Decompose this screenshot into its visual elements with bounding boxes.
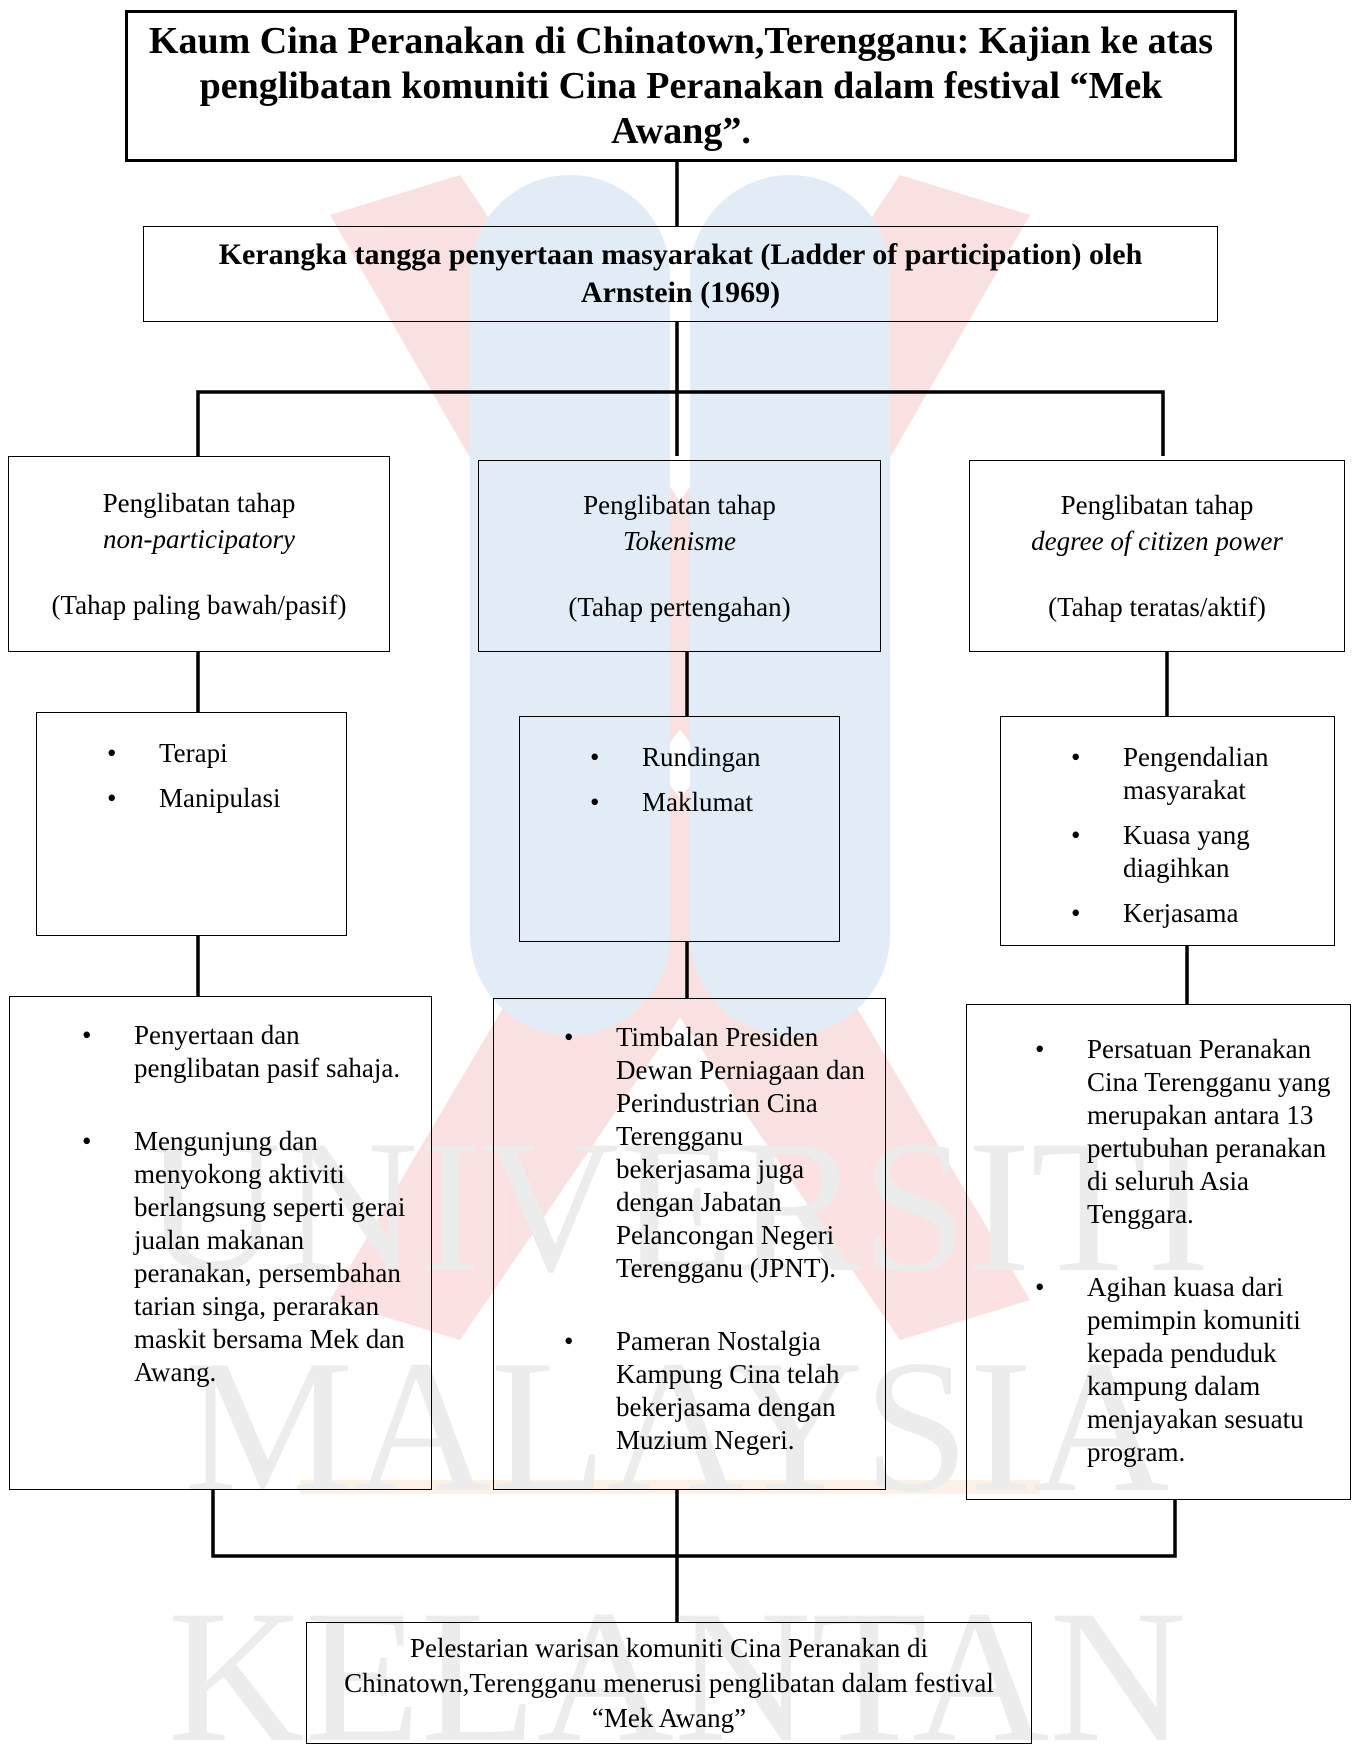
details-box-non-participatory: Penyertaan dan penglibatan pasif sahaja.…: [9, 996, 432, 1490]
connector-top-bar: [196, 390, 1165, 456]
level-box-non-participatory: Penglibatan tahap non-participatory (Tah…: [8, 456, 390, 652]
level-note: (Tahap pertengahan): [568, 592, 791, 622]
level-note: (Tahap paling bawah/pasif): [51, 590, 347, 620]
level-box-citizen-power: Penglibatan tahap degree of citizen powe…: [969, 460, 1345, 652]
rung-list: Pengendalian masyarakat Kuasa yang diagi…: [1065, 741, 1324, 930]
level-name: degree of citizen power: [1031, 526, 1283, 556]
list-item: Persatuan Peranakan Cina Terengganu yang…: [1029, 1033, 1344, 1231]
list-item: Kerjasama: [1065, 897, 1324, 930]
list-item: Maklumat: [584, 786, 839, 819]
level-note: (Tahap teratas/aktif): [1048, 592, 1266, 622]
outcome-box: Pelestarian warisan komuniti Cina Perana…: [306, 1622, 1032, 1744]
list-item: Kuasa yang diagihkan: [1065, 819, 1324, 885]
list-item: Penyertaan dan penglibatan pasif sahaja.: [76, 1019, 413, 1085]
details-box-tokenisme: Timbalan Presiden Dewan Perniagaan dan P…: [493, 998, 886, 1490]
detail-list: Penyertaan dan penglibatan pasif sahaja.…: [76, 1019, 413, 1389]
rungs-box-tokenisme: Rundingan Maklumat: [519, 716, 840, 942]
level-label: Penglibatan tahap: [583, 490, 776, 520]
list-item: Agihan kuasa dari pemimpin komuniti kepa…: [1029, 1271, 1344, 1469]
list-item: Rundingan: [584, 741, 839, 774]
rung-list: Rundingan Maklumat: [584, 741, 839, 819]
rungs-box-non-participatory: Terapi Manipulasi: [36, 712, 347, 936]
title-box: Kaum Cina Peranakan di Chinatown,Terengg…: [125, 10, 1237, 162]
rung-list: Terapi Manipulasi: [101, 737, 346, 815]
detail-list: Persatuan Peranakan Cina Terengganu yang…: [1029, 1033, 1344, 1469]
list-item: Pengendalian masyarakat: [1065, 741, 1324, 807]
list-item: Manipulasi: [101, 782, 346, 815]
level-box-tokenisme: Penglibatan tahap Tokenisme (Tahap perte…: [478, 460, 881, 652]
rungs-box-citizen-power: Pengendalian masyarakat Kuasa yang diagi…: [1000, 716, 1335, 946]
level-name: Tokenisme: [623, 526, 736, 556]
details-box-citizen-power: Persatuan Peranakan Cina Terengganu yang…: [966, 1004, 1351, 1500]
list-item: Timbalan Presiden Dewan Perniagaan dan P…: [558, 1021, 869, 1285]
list-item: Mengunjung dan menyokong aktiviti berlan…: [76, 1125, 413, 1389]
outcome-text: Pelestarian warisan komuniti Cina Perana…: [344, 1632, 994, 1733]
level-name: non-participatory: [103, 524, 295, 554]
diagram-title: Kaum Cina Peranakan di Chinatown,Terengg…: [148, 19, 1214, 152]
level-label: Penglibatan tahap: [102, 488, 296, 518]
framework-label: Kerangka tangga penyertaan masyarakat (L…: [218, 238, 1143, 309]
detail-list: Timbalan Presiden Dewan Perniagaan dan P…: [558, 1021, 869, 1457]
framework-box: Kerangka tangga penyertaan masyarakat (L…: [143, 226, 1218, 322]
list-item: Pameran Nostalgia Kampung Cina telah bek…: [558, 1325, 869, 1457]
connector-bottom-bar: [211, 1490, 1177, 1558]
level-label: Penglibatan tahap: [1060, 490, 1254, 520]
list-item: Terapi: [101, 737, 346, 770]
